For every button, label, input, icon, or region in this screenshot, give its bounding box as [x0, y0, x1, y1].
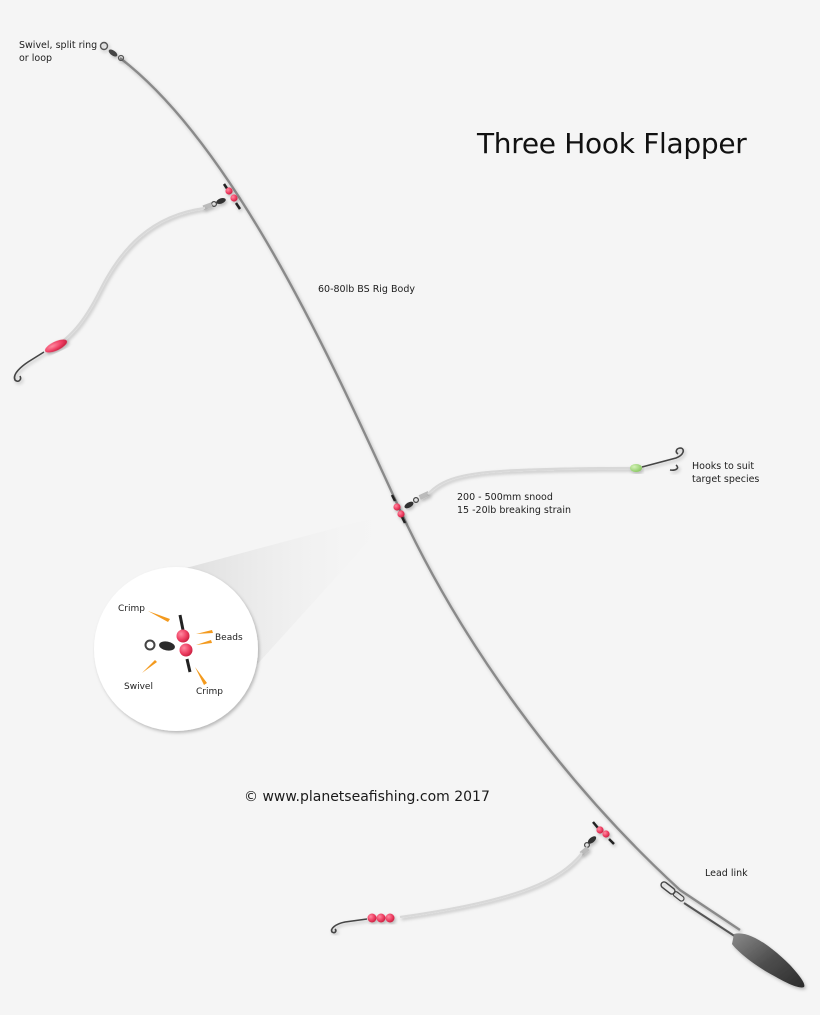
- lead-line: [683, 902, 737, 938]
- hook-icon: [641, 447, 685, 471]
- junction-3: [579, 821, 615, 856]
- inset-label-crimp-top: Crimp: [118, 604, 145, 614]
- main-line: [119, 57, 741, 931]
- hook-icon: [13, 351, 45, 383]
- label-snood: 200 - 500mm snood 15 -20lb breaking stra…: [457, 492, 571, 517]
- junction-2: [390, 491, 430, 524]
- label-line: or loop: [19, 52, 53, 64]
- hook-icon: [330, 918, 368, 934]
- label-line: 200 - 500mm snood: [457, 492, 553, 503]
- label-hooks: Hooks to suit target species: [692, 461, 759, 486]
- swivel-icon: [144, 639, 156, 651]
- inset-label-crimp-bottom: Crimp: [196, 687, 223, 697]
- label-line: 15 -20lb breaking strain: [457, 504, 571, 516]
- crimp-top-pointer: [148, 611, 170, 622]
- crimp-bottom-pointer: [195, 667, 207, 685]
- inset-label-beads: Beads: [215, 633, 243, 643]
- swivel-pointer: [142, 660, 157, 673]
- inset-label-swivel: Swivel: [124, 682, 153, 692]
- label-line: target species: [692, 473, 760, 485]
- junction-1: [202, 183, 242, 211]
- beads-pointer-2: [196, 640, 212, 645]
- swivel-icon: [99, 41, 125, 62]
- label-swivel-top: Swivel, split ring or loop: [19, 40, 97, 65]
- snood-3: [399, 852, 583, 919]
- bead-icon: [44, 339, 68, 353]
- diagram-title: Three Hook Flapper: [477, 127, 747, 160]
- label-rig-body: 60-80lb BS Rig Body: [318, 284, 415, 295]
- copyright: © www.planetseafishing.com 2017: [244, 789, 490, 805]
- label-line: Swivel, split ring: [19, 40, 98, 51]
- snood-1: [44, 206, 206, 353]
- lead-link-icon: [660, 881, 685, 902]
- label-line: Hooks to suit: [692, 461, 755, 472]
- bead-icon: [367, 913, 395, 923]
- lead-weight-icon: [732, 933, 805, 988]
- inset-rig: [142, 611, 213, 685]
- label-lead-link: Lead link: [705, 868, 748, 879]
- beads-pointer-1: [196, 630, 213, 634]
- inset-detail: [94, 567, 258, 731]
- green-bead-icon: [630, 464, 642, 472]
- snood-2: [427, 466, 633, 495]
